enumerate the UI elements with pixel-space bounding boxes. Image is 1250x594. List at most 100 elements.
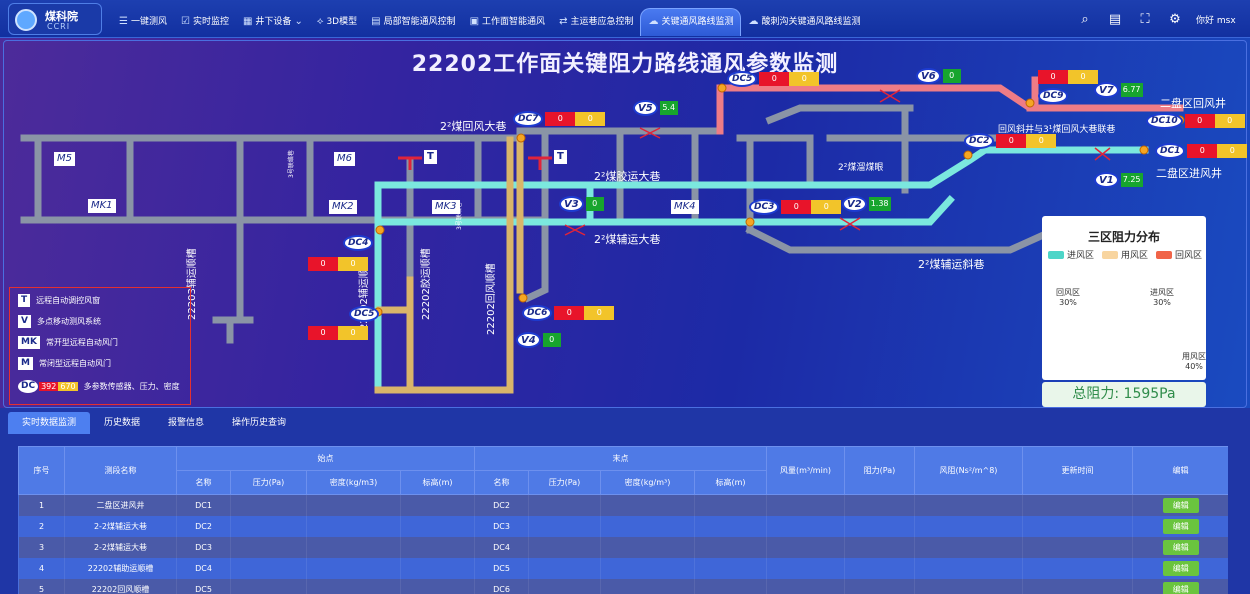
row-name: 22202辅助运顺槽 xyxy=(64,557,177,579)
row-update-time xyxy=(1022,515,1133,537)
col-resistance: 阻力(Pa) xyxy=(844,446,915,495)
row-resistance xyxy=(844,578,915,594)
sensor-dc4[interactable]: DC4 xyxy=(343,235,374,251)
panel2-return-shaft-label: 二盘区回风井 xyxy=(1160,97,1226,110)
edit-button[interactable]: 编辑 xyxy=(1162,497,1199,513)
row-name: 2-2煤辅运大巷 xyxy=(64,515,177,537)
tab-history-data[interactable]: 历史数据 xyxy=(104,418,141,428)
nav-realtime-monitor[interactable]: ☑实时监控 xyxy=(174,8,236,36)
edit-button[interactable]: 编辑 xyxy=(1162,539,1199,555)
intake-airways xyxy=(374,146,1149,394)
row-windage xyxy=(914,515,1023,537)
user-greeting[interactable]: 你好 msx xyxy=(1196,15,1236,26)
row-resistance xyxy=(844,515,915,537)
row-airflow xyxy=(766,536,845,558)
door-mk1[interactable]: MK1 xyxy=(88,199,116,213)
settings-icon[interactable]: ⚙ xyxy=(1169,11,1181,27)
nav-3d-model[interactable]: ⟡3D模型 xyxy=(310,8,364,36)
row-edit-cell: 编辑 xyxy=(1132,515,1228,537)
tab-realtime-data[interactable]: 实时数据监测 xyxy=(8,412,91,434)
list-icon: ☰ xyxy=(119,15,128,27)
door-mk2[interactable]: MK2 xyxy=(329,200,357,214)
row-no: 4 xyxy=(18,557,65,579)
col-update-time: 更新时间 xyxy=(1022,446,1133,495)
row-end-density xyxy=(600,494,695,516)
row-end-pressure xyxy=(528,515,601,537)
row-end-elevation xyxy=(694,515,767,537)
nav-local-ventilation[interactable]: ▤局部智能通风控制 xyxy=(364,8,462,36)
regulator-t-left[interactable]: T xyxy=(424,150,437,164)
nav-underground-devices[interactable]: ▦井下设备⌄ xyxy=(236,8,310,36)
sensor-dc5[interactable]: DC5 xyxy=(349,306,380,322)
row-no: 1 xyxy=(18,494,65,516)
door-m6[interactable]: M6 xyxy=(334,152,355,166)
col-edit: 编辑 xyxy=(1132,446,1228,495)
fullscreen-icon[interactable]: ⛶ xyxy=(1140,11,1150,27)
sensor-dc9[interactable]: DC9 xyxy=(1038,88,1069,104)
document-icon: ▤ xyxy=(371,15,381,27)
row-start-density xyxy=(306,536,401,558)
nav-workface-ventilation[interactable]: ▣工作面智能通风 xyxy=(463,8,552,36)
row-start-density xyxy=(306,515,401,537)
row-start-name: DC1 xyxy=(176,494,231,516)
tab-operation-history[interactable]: 操作历史查询 xyxy=(232,418,287,428)
nav-key-route-monitor[interactable]: ☁关键通风路线监测 xyxy=(640,7,742,36)
row-start-density xyxy=(306,578,401,594)
door-m5[interactable]: M5 xyxy=(54,152,75,166)
row-start-elevation xyxy=(400,494,475,516)
edit-button[interactable]: 编辑 xyxy=(1162,560,1199,576)
door-mk3[interactable]: MK3 xyxy=(432,200,460,214)
search-icon[interactable]: ⌕ xyxy=(1081,11,1089,27)
row-start-pressure xyxy=(230,515,307,537)
col-start: 始点 xyxy=(176,446,475,471)
row-end-name: DC2 xyxy=(474,494,529,516)
regulator-t-right[interactable]: T xyxy=(554,150,567,164)
row-name: 2-2煤辅运大巷 xyxy=(64,536,177,558)
row-end-pressure xyxy=(528,578,601,594)
resistance-legend: 进风区 用风区 回风区 xyxy=(1048,248,1202,261)
row-edit-cell: 编辑 xyxy=(1132,557,1228,579)
nav-one-click-measure[interactable]: ☰一键测风 xyxy=(112,8,174,36)
row-no: 3 xyxy=(18,536,65,558)
row-edit-cell: 编辑 xyxy=(1132,578,1228,594)
row-start-density xyxy=(306,494,401,516)
row-airflow xyxy=(766,557,845,579)
row-start-density xyxy=(306,557,401,579)
nav-scg-key-route-monitor[interactable]: ☁酸刺沟关键通风路线监测 xyxy=(741,8,867,36)
row-update-time xyxy=(1022,557,1133,579)
keyboard-icon[interactable]: ▤ xyxy=(1108,11,1122,27)
tab-alarm-info[interactable]: 报警信息 xyxy=(168,418,205,428)
edit-button[interactable]: 编辑 xyxy=(1162,581,1199,594)
col-start-name: 名称 xyxy=(176,470,231,495)
swap-icon: ⇄ xyxy=(559,15,568,27)
return-main-label: 2²煤回风大巷 xyxy=(440,120,507,133)
cloud-icon: ☁ xyxy=(648,16,659,27)
door-mk4[interactable]: MK4 xyxy=(671,200,699,214)
col-end-pressure: 压力(Pa) xyxy=(528,470,601,495)
row-windage xyxy=(914,578,1023,594)
belt-22202-label: 22202胶运顺槽 xyxy=(421,248,432,320)
logo-text: 煤科院 xyxy=(45,10,78,23)
edit-button[interactable]: 编辑 xyxy=(1162,518,1199,534)
nav-main-transport-emergency[interactable]: ⇄主运巷应急控制 xyxy=(552,8,640,36)
col-start-pressure: 压力(Pa) xyxy=(230,470,307,495)
